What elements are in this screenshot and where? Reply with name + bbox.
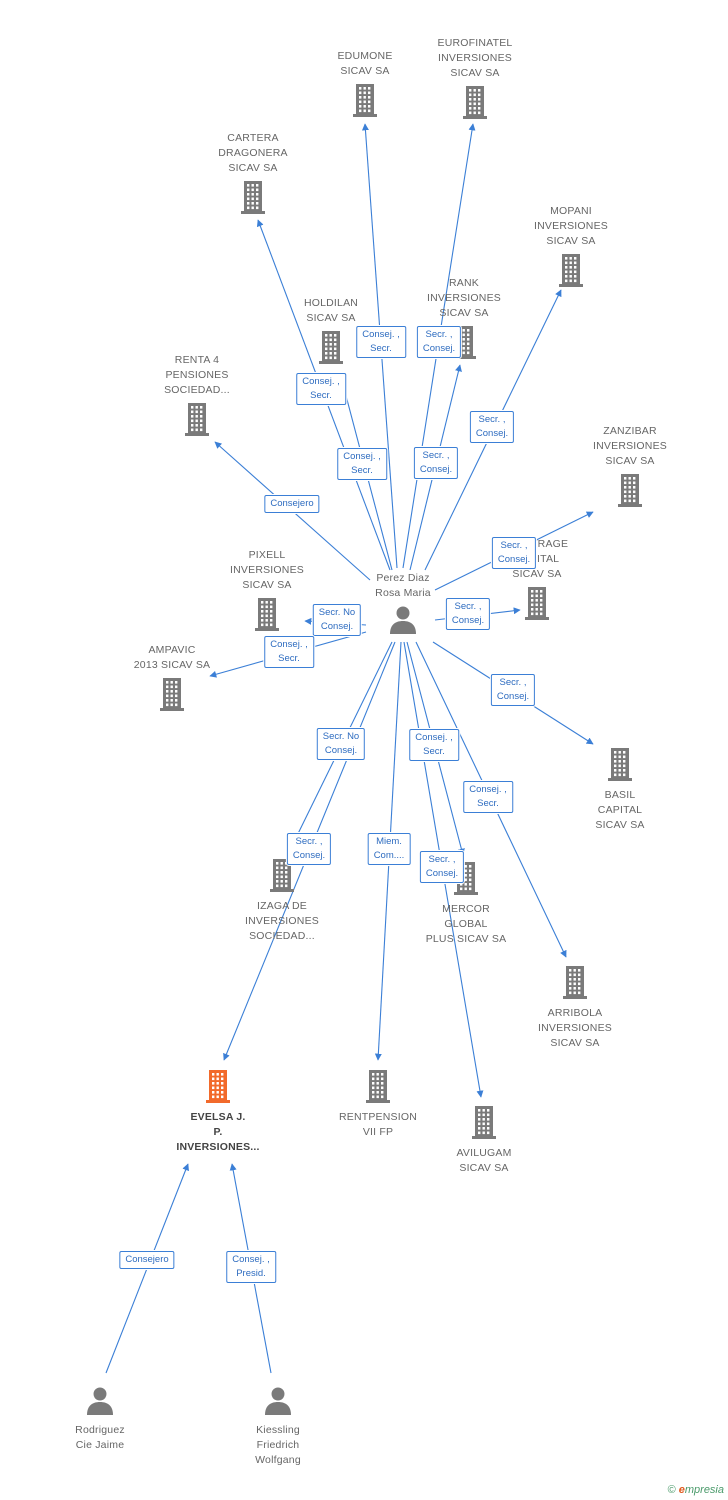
node-name: Kiessling Friedrich Wolfgang: [255, 1424, 301, 1466]
edge-label-perez-ampavic[interactable]: Consej. , Secr.: [264, 636, 314, 668]
brand-initial: e: [678, 1484, 685, 1496]
building-icon: [202, 597, 332, 636]
node-name: AVILUGAM SICAV SA: [456, 1147, 512, 1174]
company-node-holdilan[interactable]: HOLDILAN SICAV SA: [266, 296, 396, 369]
node-name: ARRIBOLA INVERSIONES SICAV SA: [538, 1007, 612, 1049]
copyright-icon: ©: [667, 1484, 676, 1496]
edge-label-perez-mopani[interactable]: Secr. , Consej.: [469, 411, 515, 443]
company-node-izaga[interactable]: IZAGA DE INVERSIONES SOCIEDAD...: [217, 858, 347, 944]
brand-name: mpresia: [684, 1484, 724, 1496]
edge-label-perez-rentpension[interactable]: Miem. Com....: [367, 833, 411, 865]
node-name: ZANZIBAR INVERSIONES SICAV SA: [593, 425, 667, 467]
company-node-zanzibar[interactable]: ZANZIBAR INVERSIONES SICAV SA: [565, 424, 695, 512]
building-icon: [132, 402, 262, 441]
person-icon: [35, 1386, 165, 1421]
building-icon: [313, 1069, 443, 1108]
building-icon: [410, 85, 540, 124]
building-icon: [419, 1105, 549, 1144]
node-name: EDUMONE SICAV SA: [337, 50, 393, 77]
edge-label-perez-cartera[interactable]: Consej. , Secr.: [296, 373, 346, 405]
edge-label-perez-arribola[interactable]: Consej. , Secr.: [463, 781, 513, 813]
person-node-perez[interactable]: Perez Diaz Rosa Maria: [338, 571, 468, 640]
edge-label-perez-rank[interactable]: Secr. , Consej.: [413, 447, 459, 479]
node-name: MOPANI INVERSIONES SICAV SA: [534, 205, 608, 247]
node-name: AMPAVIC 2013 SICAV SA: [133, 644, 211, 671]
node-name: IZAGA DE INVERSIONES SOCIEDAD...: [245, 900, 319, 942]
edge-label-kiessling-evelsa[interactable]: Consej. , Presid.: [226, 1251, 276, 1283]
building-icon: [565, 473, 695, 512]
building-icon: [107, 677, 237, 716]
edge-label-perez-basil[interactable]: Secr. , Consej.: [490, 674, 536, 706]
edge-label-perez-arbitrage[interactable]: Secr. , Consej.: [445, 598, 491, 630]
building-icon: [510, 965, 640, 1004]
node-name: Rodriguez Cie Jaime: [75, 1424, 125, 1451]
node-name: CARTERA DRAGONERA SICAV SA: [218, 132, 288, 174]
edge-label-perez-mercor[interactable]: Consej. , Secr.: [409, 729, 459, 761]
company-node-pixell[interactable]: PIXELL INVERSIONES SICAV SA: [202, 548, 332, 636]
company-node-cartera[interactable]: CARTERA DRAGONERA SICAV SA: [188, 131, 318, 219]
person-node-rodriguez[interactable]: Rodriguez Cie Jaime: [35, 1386, 165, 1453]
node-name: Perez Diaz Rosa Maria: [375, 572, 431, 599]
edge-label-perez-edumone[interactable]: Consej. , Secr.: [356, 326, 406, 358]
node-name: RENTPENSION VII FP: [338, 1111, 418, 1138]
company-node-renta4[interactable]: RENTA 4 PENSIONES SOCIEDAD...: [132, 353, 262, 441]
building-icon: [506, 253, 636, 292]
edge-label-perez-izaga[interactable]: Secr. No Consej.: [316, 728, 366, 760]
edge-label-perez-holdilan[interactable]: Consej. , Secr.: [337, 448, 387, 480]
person-icon: [338, 605, 468, 640]
edge-label-perez-avilugam[interactable]: Secr. , Consej.: [419, 851, 465, 883]
node-name: BASIL CAPITAL SICAV SA: [595, 789, 645, 831]
building-icon: [217, 858, 347, 897]
node-name: RANK INVERSIONES SICAV SA: [427, 277, 501, 319]
company-node-basil[interactable]: BASIL CAPITAL SICAV SA: [555, 747, 685, 833]
building-icon: [266, 330, 396, 369]
company-node-evelsa[interactable]: EVELSA J. P. INVERSIONES...: [153, 1069, 283, 1155]
edge-label-rodriguez-evelsa[interactable]: Consejero: [119, 1251, 175, 1269]
company-node-mercor[interactable]: MERCOR GLOBAL PLUS SICAV SA: [401, 861, 531, 947]
edge-label-perez-pixell[interactable]: Secr. No Consej.: [312, 604, 362, 636]
node-name: HOLDILAN SICAV SA: [303, 297, 359, 324]
building-icon: [300, 83, 430, 122]
person-node-kiessling[interactable]: Kiessling Friedrich Wolfgang: [213, 1386, 343, 1468]
company-node-ampavic[interactable]: AMPAVIC 2013 SICAV SA: [107, 643, 237, 716]
building-icon: [555, 747, 685, 786]
node-name: PIXELL INVERSIONES SICAV SA: [230, 549, 304, 591]
company-node-rentpension[interactable]: RENTPENSION VII FP: [313, 1069, 443, 1140]
building-icon: [153, 1069, 283, 1108]
person-icon: [213, 1386, 343, 1421]
brand-footer[interactable]: ©empresia: [668, 1484, 724, 1496]
node-name: EVELSA J. P. INVERSIONES...: [176, 1111, 260, 1153]
building-icon: [188, 180, 318, 219]
company-node-eurofinatel[interactable]: EUROFINATEL INVERSIONES SICAV SA: [410, 36, 540, 124]
edge-label-perez-renta4[interactable]: Consejero: [264, 495, 320, 513]
company-node-mopani[interactable]: MOPANI INVERSIONES SICAV SA: [506, 204, 636, 292]
node-name: MERCOR GLOBAL PLUS SICAV SA: [425, 903, 507, 945]
company-node-avilugam[interactable]: AVILUGAM SICAV SA: [419, 1105, 549, 1176]
edge-label-perez-eurofinatel[interactable]: Secr. , Consej.: [416, 326, 462, 358]
company-node-edumone[interactable]: EDUMONE SICAV SA: [300, 49, 430, 122]
node-name: EUROFINATEL INVERSIONES SICAV SA: [437, 37, 513, 79]
edge-label-perez-evelsa[interactable]: Secr. , Consej.: [286, 833, 332, 865]
building-icon: [472, 586, 602, 625]
node-name: RENTA 4 PENSIONES SOCIEDAD...: [164, 354, 230, 396]
edge-label-perez-zanzibar[interactable]: Secr. , Consej.: [491, 537, 537, 569]
company-node-arribola[interactable]: ARRIBOLA INVERSIONES SICAV SA: [510, 965, 640, 1051]
